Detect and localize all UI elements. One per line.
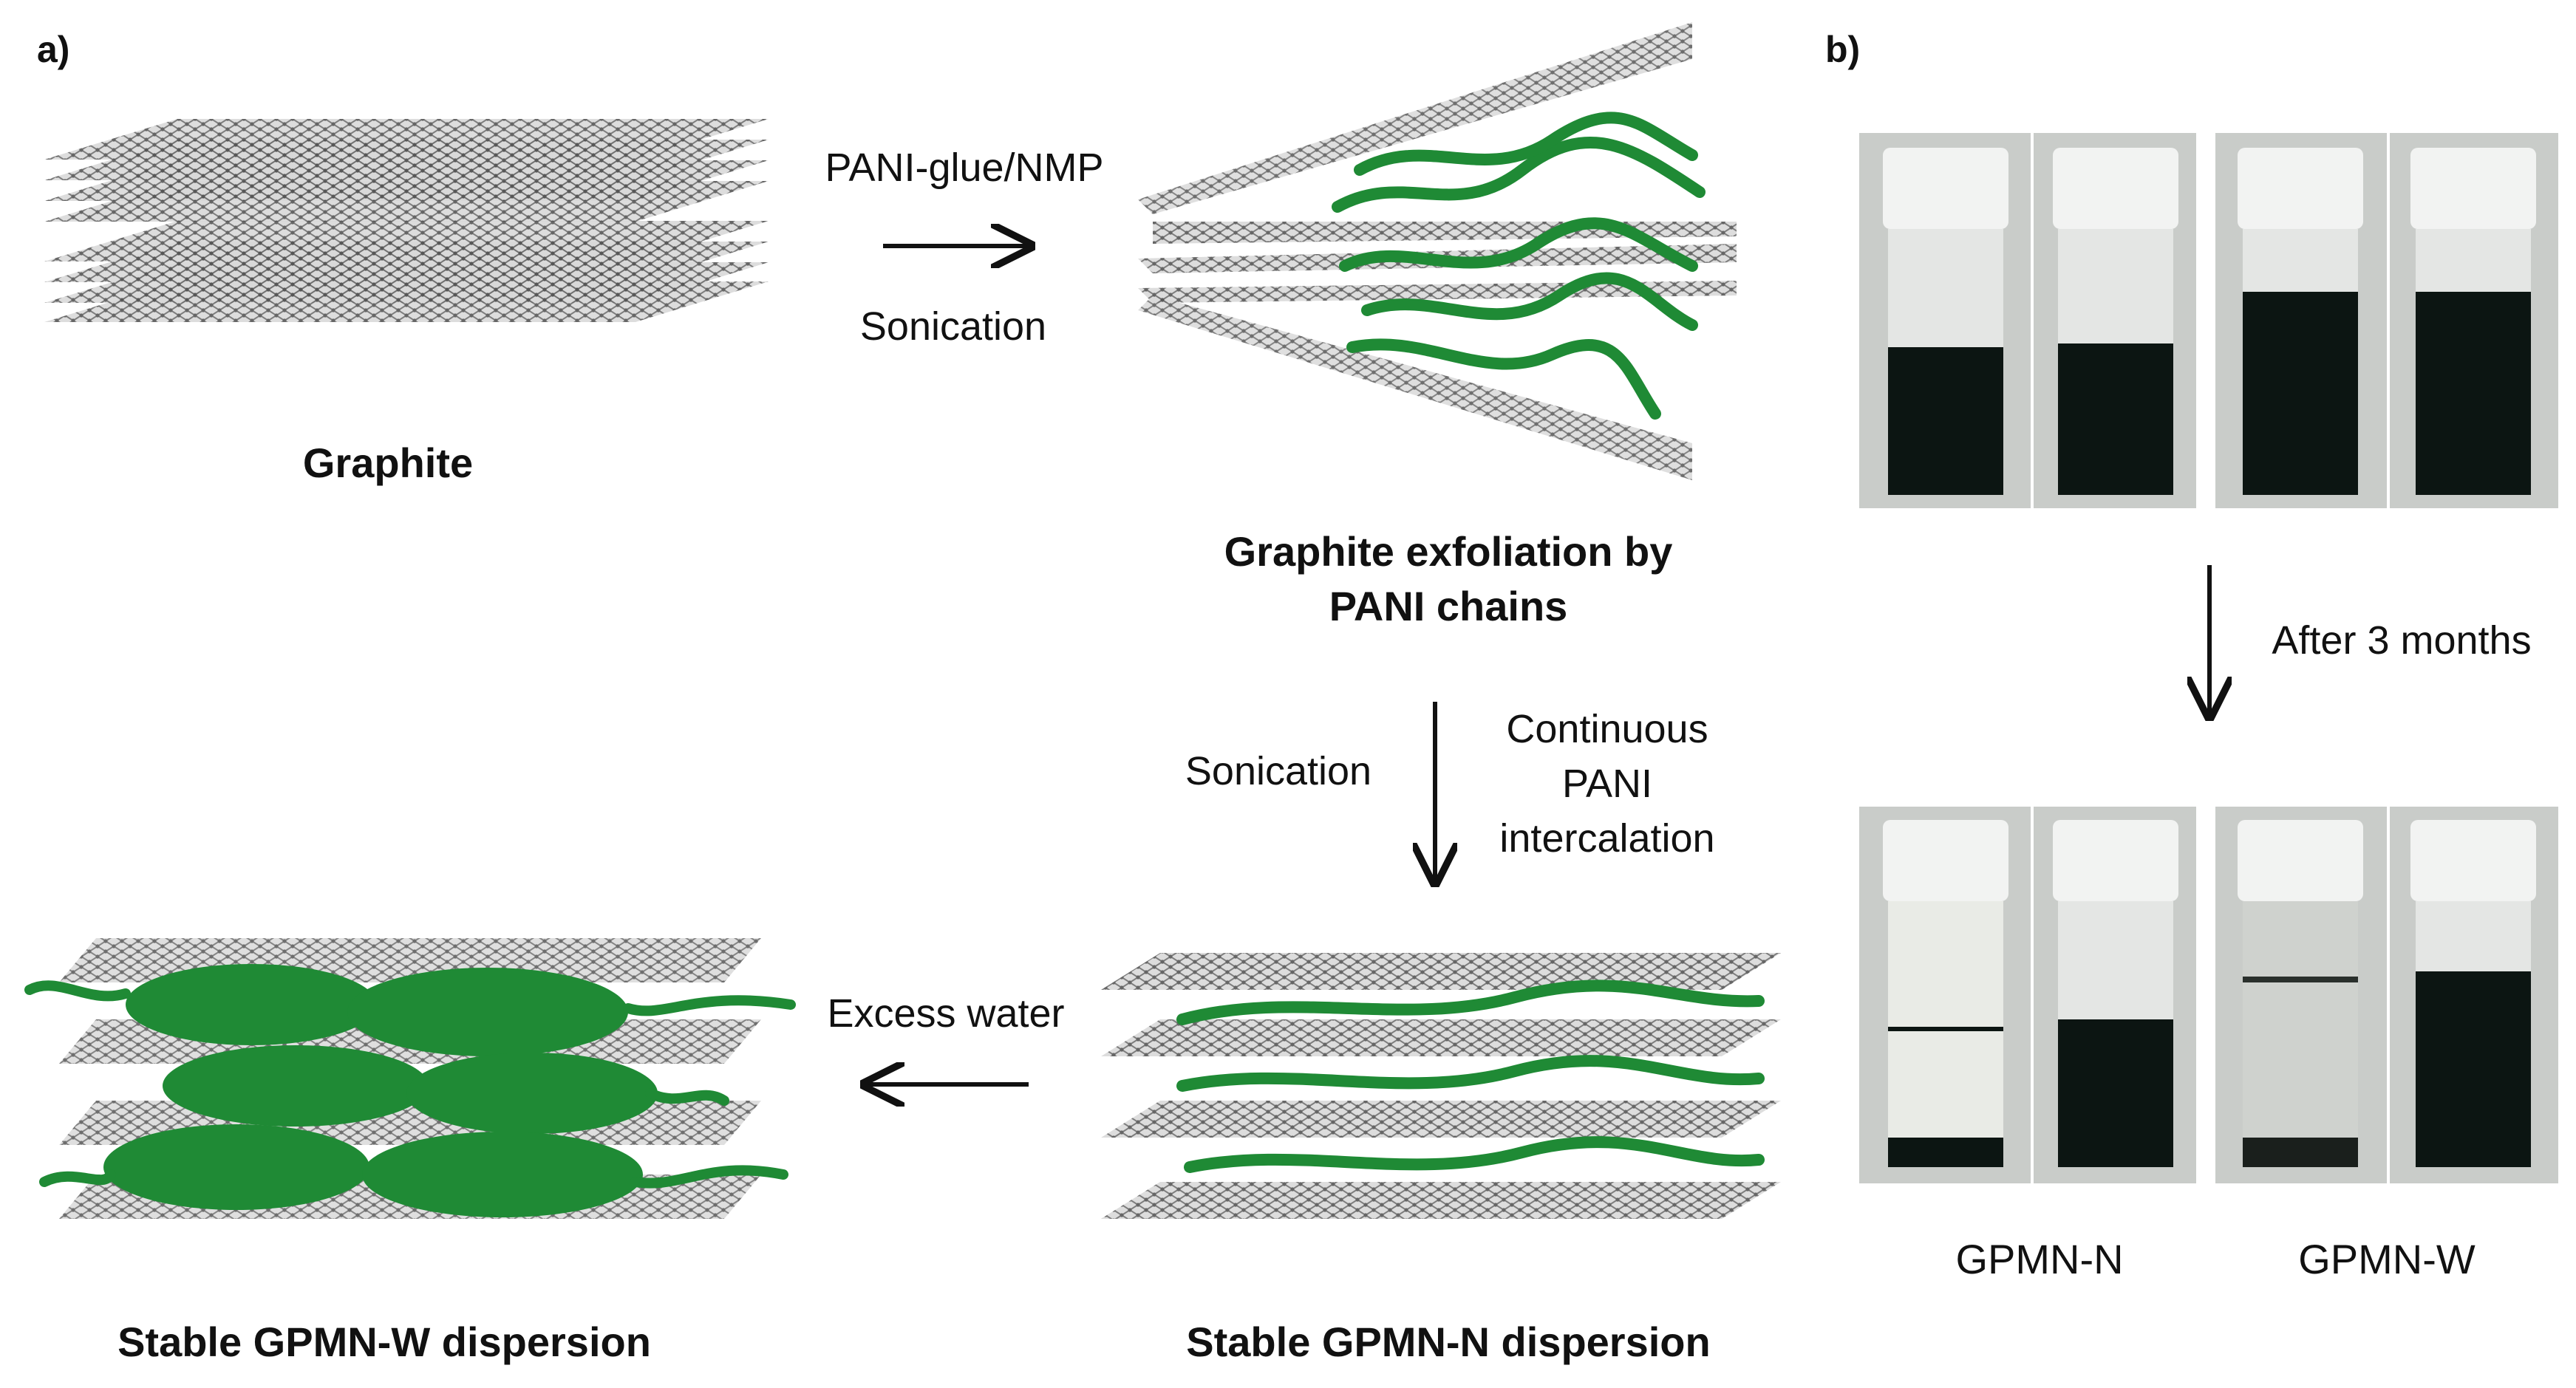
step1-bottom-label: Sonication: [859, 304, 1047, 349]
vial-cap: [2053, 148, 2178, 229]
exfoliation-caption-line2: PANI chains: [1329, 583, 1568, 629]
pani-chains-exfoliation: [1332, 112, 1706, 420]
vial-cap: [2238, 820, 2363, 901]
vial-cap: [1883, 148, 2008, 229]
graphite-stack: [44, 119, 769, 322]
gpmn-w-caption: Stable GPMN-W dispersion: [117, 1319, 651, 1365]
exfoliated-graphite: [1138, 22, 1737, 480]
panel-b-label: b): [1825, 29, 1861, 70]
pani-globules-gpmn-w: [24, 964, 796, 1217]
panel-a-label: a): [37, 29, 70, 70]
exfoliation-caption-line1: Graphite exfoliation by: [1224, 528, 1673, 575]
vials-after: [1859, 807, 2558, 1183]
step1-top-label: PANI-glue/NMP: [825, 146, 1104, 190]
vial-cap: [2410, 820, 2536, 901]
vial-cap: [2410, 148, 2536, 229]
vial-group-right-label: GPMN-W: [2298, 1236, 2476, 1282]
exfoliation-caption: Graphite exfoliation by PANI chains: [1153, 524, 1744, 634]
step2-left-label: Sonication: [1185, 749, 1372, 793]
vial-group-left-label: GPMN-N: [1955, 1236, 2124, 1282]
step2-right-line3: intercalation: [1499, 816, 1715, 861]
vial-cap: [2053, 820, 2178, 901]
time-label: After 3 months: [2272, 618, 2532, 663]
pani-chains-gpmn-n: [1176, 980, 1765, 1173]
gpmn-n-caption: Stable GPMN-N dispersion: [1186, 1319, 1711, 1365]
step2-right-line2: PANI: [1561, 762, 1653, 806]
step2-right-line1: Continuous: [1506, 707, 1708, 751]
step2-right-label: Continuous PANI intercalation: [1467, 702, 1748, 866]
vial-cap: [1883, 820, 2008, 901]
step3-top-label: Excess water: [827, 991, 1065, 1036]
vial-cap: [2238, 148, 2363, 229]
graphite-caption: Graphite: [302, 440, 474, 486]
vials-before: [1859, 133, 2558, 508]
